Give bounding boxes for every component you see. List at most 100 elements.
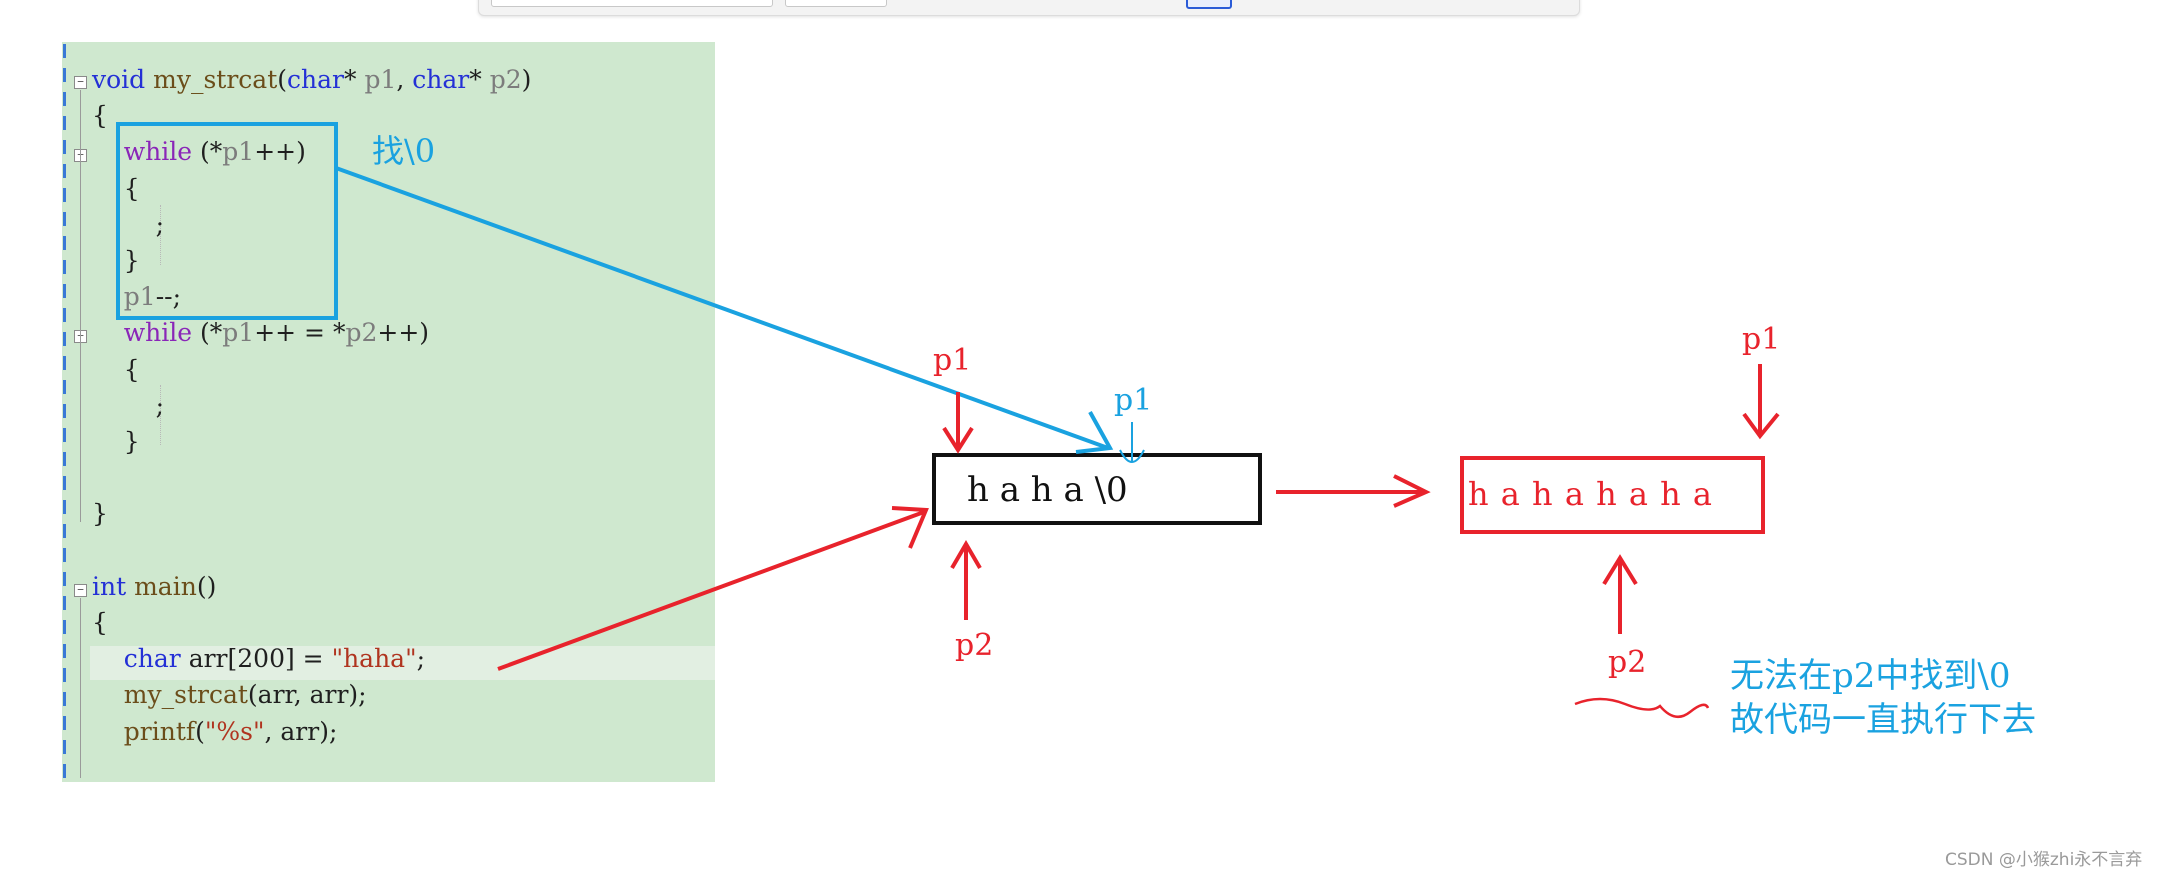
code-token: ++) <box>377 318 430 348</box>
code-token: "haha" <box>331 644 417 674</box>
code-token: (* <box>192 318 223 348</box>
code-token: * <box>343 65 365 94</box>
code-line: { <box>92 172 140 206</box>
indent-guide <box>160 205 161 265</box>
code-token: { <box>92 608 108 637</box>
code-token: --; <box>155 282 182 312</box>
code-line: while (*p1++ = *p2++) <box>92 316 429 350</box>
search-toolbar <box>478 0 1580 16</box>
code-token: while <box>92 137 193 167</box>
code-line: p1--; <box>92 280 181 314</box>
code-token: p2 <box>345 318 378 348</box>
code-token: void <box>92 65 146 94</box>
code-token: } <box>92 499 108 529</box>
code-line: int main() <box>92 570 216 604</box>
code-token: () <box>196 571 217 601</box>
code-token: printf <box>92 716 196 746</box>
code-line: { <box>92 99 108 133</box>
blue-arrow-line <box>335 166 1109 450</box>
code-token: } <box>92 427 140 456</box>
code-line: my_strcat(arr, arr); <box>92 678 367 712</box>
code-token: p1 <box>222 137 255 167</box>
toolbar-search-input[interactable] <box>491 0 773 7</box>
code-line: char arr[200] = "haha"; <box>92 642 425 676</box>
red-p1-right-arrow-head <box>1742 412 1780 440</box>
p1-label-left: p1 <box>933 343 972 378</box>
code-line: ; <box>92 389 164 423</box>
red-squiggle <box>1574 697 1710 719</box>
code-line: while (*p1++) <box>92 135 306 169</box>
code-token: char <box>92 644 181 674</box>
fold-toggle-icon[interactable]: − <box>74 584 87 597</box>
code-token: { <box>92 101 108 131</box>
fold-guide-line <box>80 90 81 522</box>
code-line: void my_strcat(char* p1, char* p2) <box>92 63 531 97</box>
code-token: (arr, arr); <box>247 680 367 710</box>
code-token: ++ = * <box>254 318 346 348</box>
blue-p1-arrow-head <box>1119 449 1145 463</box>
fold-toggle-icon[interactable]: − <box>74 76 87 89</box>
haha-string-box <box>932 453 1262 525</box>
code-token: } <box>92 246 140 275</box>
code-token: char <box>412 65 470 94</box>
p1-label-right: p1 <box>1742 322 1781 357</box>
code-line: printf("%s", arr); <box>92 715 338 749</box>
code-token: my_strcat <box>145 65 278 94</box>
code-token: while <box>92 318 193 348</box>
red-p2-arrow-head <box>950 540 982 570</box>
code-token: ) <box>521 65 532 94</box>
p2-label-left: p2 <box>955 628 994 663</box>
p2-label-right: p2 <box>1608 645 1647 680</box>
code-token: (* <box>192 137 223 167</box>
code-token: ++) <box>254 137 306 167</box>
code-token: int <box>92 571 127 601</box>
red-transition-arrow-head <box>1393 474 1431 508</box>
code-token: * <box>469 65 490 94</box>
code-token: p1 <box>222 318 255 348</box>
red-arr-arrow <box>497 510 925 671</box>
toolbar-dropdown[interactable] <box>785 0 887 7</box>
box1-text: h a h a \0 <box>967 470 1128 510</box>
code-line: } <box>92 425 140 459</box>
watermark: CSDN @小猴zhi永不言弃 <box>1945 850 2143 870</box>
red-p1-arrow-head <box>942 426 974 454</box>
box2-text: h a h a h a h a <box>1468 475 1713 513</box>
code-token: "%s" <box>204 716 265 746</box>
change-indicator-stripe <box>63 44 66 780</box>
red-arr-arrow-head <box>891 506 929 549</box>
code-token: ; <box>92 390 164 420</box>
code-line: { <box>92 606 108 640</box>
code-token: arr[200] = <box>180 644 332 674</box>
code-token: , <box>396 65 413 94</box>
indent-guide <box>160 385 161 445</box>
code-token: char <box>287 65 344 94</box>
while-loop-highlight <box>116 122 338 320</box>
p1-label-blue: p1 <box>1114 383 1153 418</box>
code-line: } <box>92 497 108 531</box>
code-token: ( <box>277 65 288 94</box>
code-token: p2 <box>489 65 522 94</box>
blue-arrow-head <box>1075 411 1114 454</box>
code-token: ( <box>195 716 205 746</box>
fold-guide-line <box>80 598 81 778</box>
current-line-highlight <box>90 646 715 680</box>
code-token: ; <box>416 644 426 674</box>
code-token: ; <box>92 209 164 239</box>
note-line-1: 无法在p2中找到\0 <box>1730 656 2011 696</box>
find-null-label: 找\0 <box>372 132 436 170</box>
code-token: main <box>126 571 197 601</box>
code-token: my_strcat <box>92 680 248 710</box>
code-line: { <box>92 353 140 387</box>
note-line-2: 故代码一直执行下去 <box>1730 700 2036 740</box>
code-line: } <box>92 244 140 278</box>
code-token: { <box>92 354 140 384</box>
red-p2-right-arrow-head <box>1602 554 1638 586</box>
code-token: , arr); <box>264 716 338 746</box>
code-token: { <box>92 173 140 203</box>
toolbar-active-button[interactable] <box>1186 0 1232 9</box>
code-token: p1 <box>364 65 397 94</box>
code-line: ; <box>92 208 164 242</box>
repeated-string-box <box>1460 456 1765 534</box>
code-token: p1 <box>92 282 156 312</box>
